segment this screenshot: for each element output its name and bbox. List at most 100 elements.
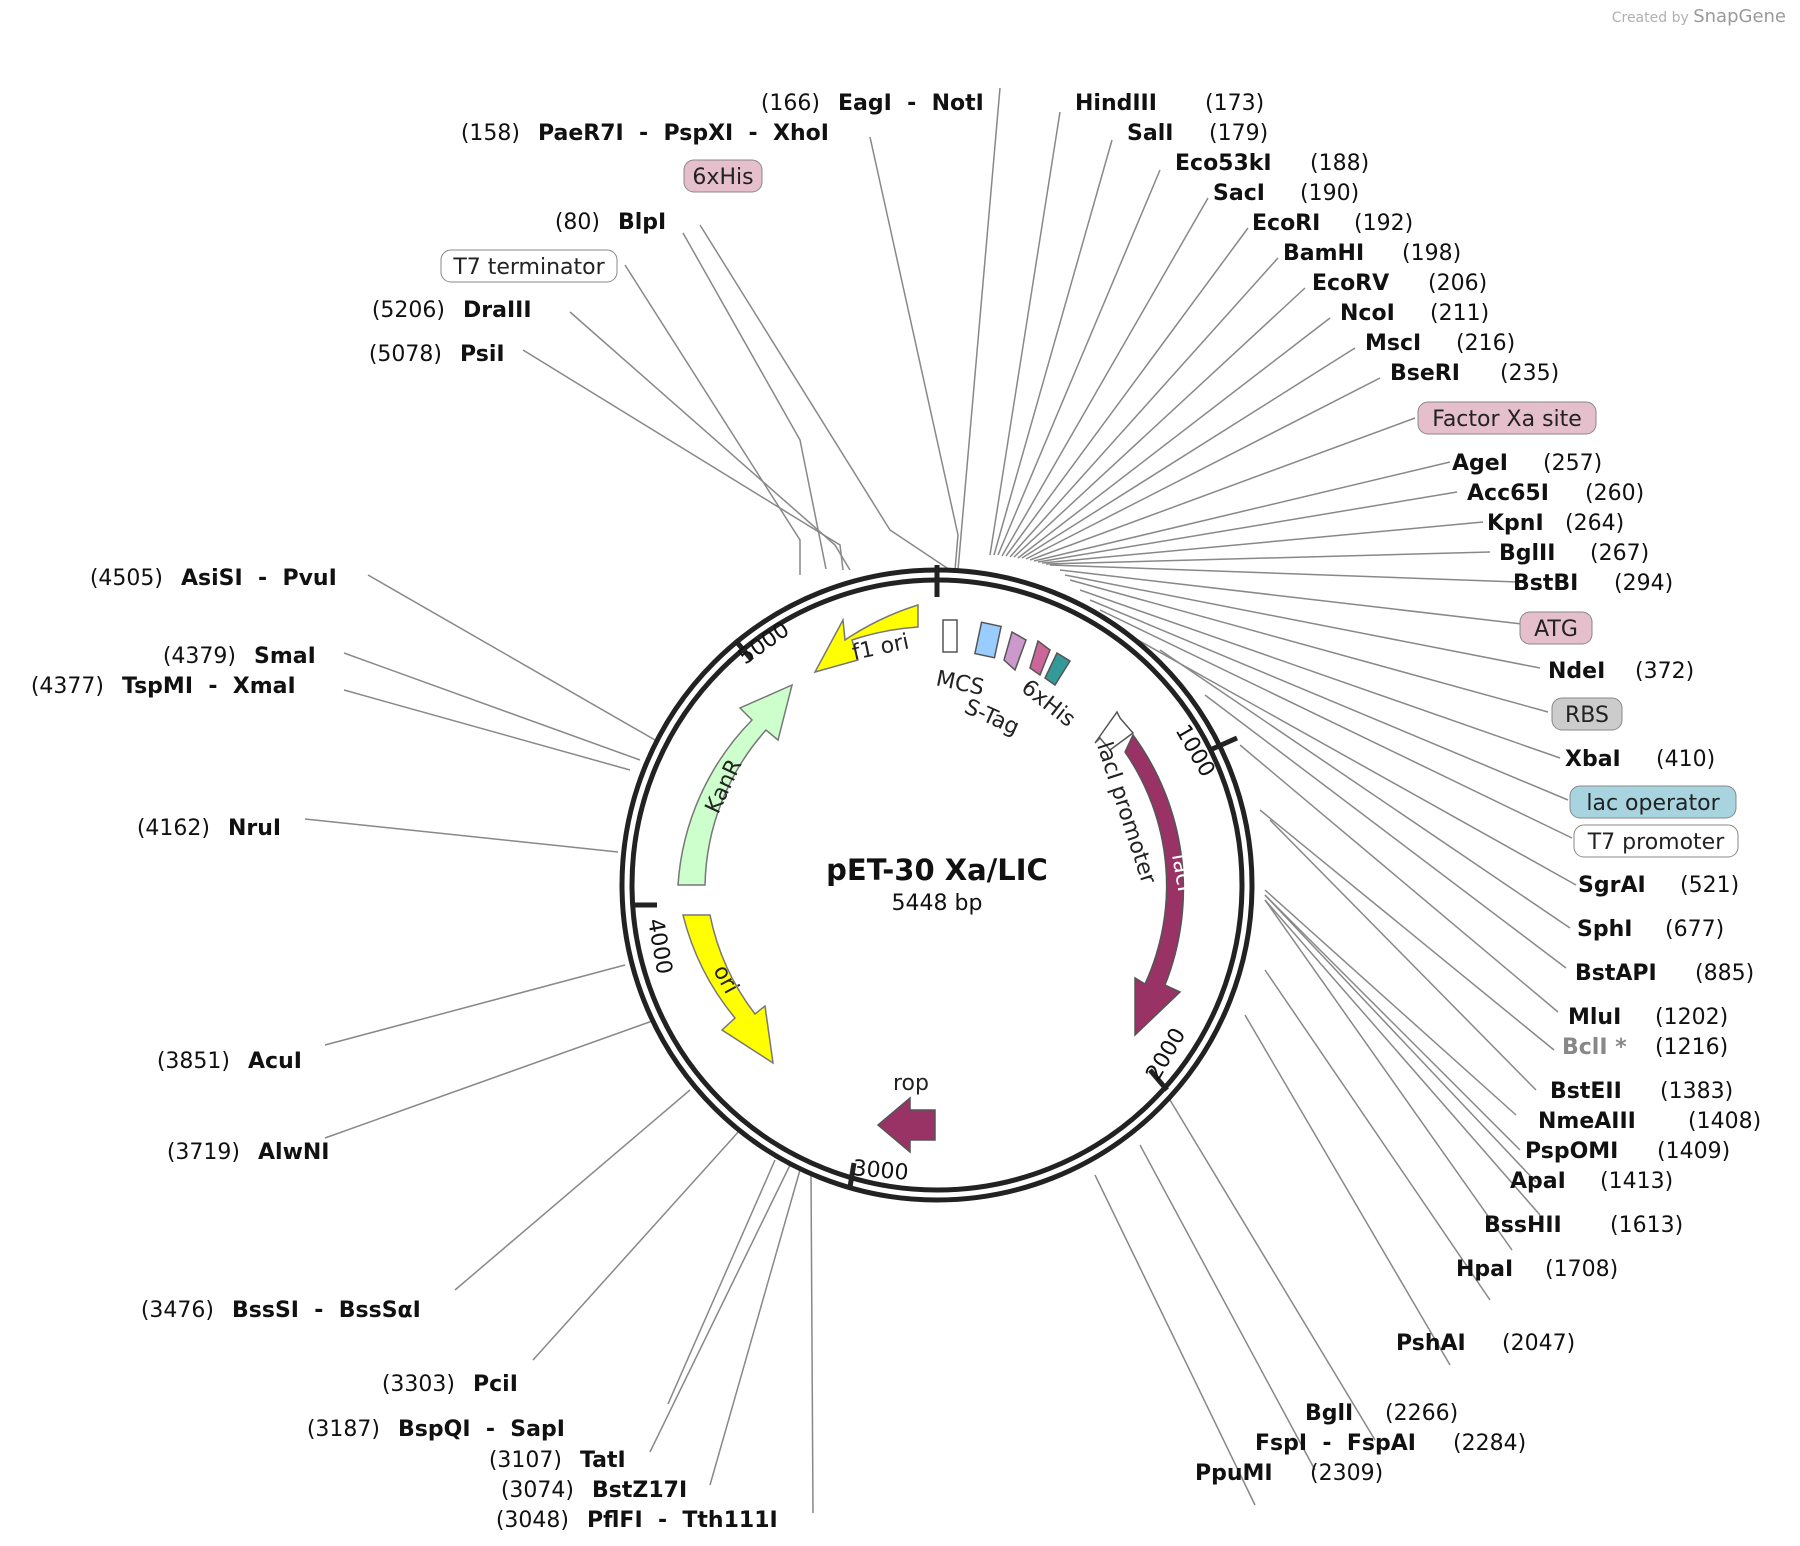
site-asisi-pvui: (4505)AsiSI - PvuI — [90, 566, 337, 591]
site-pos: (4377) — [31, 674, 104, 699]
site-pos: (3048) — [496, 1508, 569, 1533]
site-bsteii: BstEII(1383) — [1550, 1079, 1733, 1104]
site-pos: (4162) — [137, 816, 210, 841]
site-pflfi-tth111i: (3048) PflFI - Tth111I — [496, 1508, 778, 1533]
site-agei: AgeI(257) — [1452, 451, 1602, 476]
boxed-label-atg-bg — [1519, 611, 1593, 645]
site-enzyme: SmaI — [254, 644, 316, 669]
site-enzyme: SacI — [1213, 181, 1265, 206]
site-pcii: (3303)PciI — [382, 1372, 518, 1397]
site-draiii: (5206)DraIII — [372, 298, 532, 323]
site-pos: (677) — [1665, 917, 1724, 942]
boxed-label-t7-terminator-bg — [440, 249, 618, 283]
f1-ori-arrow — [813, 603, 919, 674]
site-pos: (216) — [1456, 331, 1515, 356]
boxed-label-t7-promoter-bg — [1573, 824, 1739, 858]
site-enzyme: PspOMI — [1525, 1139, 1618, 1164]
site-pshai: PshAI(2047) — [1396, 1331, 1575, 1356]
site-alwni: (3719) AlwNI — [167, 1140, 330, 1165]
site-enzyme: NcoI — [1340, 301, 1395, 326]
feature-label-rop: rop — [893, 1071, 929, 1096]
site-enzyme: SgrAI — [1578, 873, 1646, 898]
site-pos: (2284) — [1453, 1431, 1526, 1456]
tick-label-3000: 3000 — [851, 1156, 909, 1186]
site-bgli: BglI (2266) — [1305, 1401, 1458, 1426]
site-nmeaiii: NmeAIII(1408) — [1538, 1109, 1761, 1134]
boxed-label-lac-operator-bg — [1569, 785, 1737, 819]
site-pos: (3107) — [489, 1448, 562, 1473]
mcs-block — [942, 619, 958, 653]
site-ecorv: EcoRV(206) — [1312, 271, 1487, 296]
site-pos: (3719) — [167, 1140, 240, 1165]
site-pos: (410) — [1656, 747, 1715, 772]
leader-lines-right — [989, 111, 1577, 1506]
credit-prefix: Created by — [1611, 10, 1689, 26]
site-enzyme: MscI — [1365, 331, 1421, 356]
site-pos: (211) — [1430, 301, 1489, 326]
site-bseri: BseRI (235) — [1390, 361, 1559, 386]
boxed-label-t7-promoter: T7 promoter — [1587, 830, 1725, 855]
site-pos: (179) — [1209, 121, 1268, 146]
site-pos: (260) — [1585, 481, 1644, 506]
site-sphi: SphI (677) — [1577, 917, 1724, 942]
site-pos: (1202) — [1655, 1005, 1728, 1030]
site-bamhi: BamHI(198) — [1283, 241, 1461, 266]
site-saci: SacI (190) — [1213, 181, 1359, 206]
site-enzyme: PflFI - Tth111I — [587, 1508, 778, 1533]
site-pos: (190) — [1300, 181, 1359, 206]
site-enzyme: PsiI — [460, 342, 505, 367]
feature-label-6xhis: 6xHis — [1016, 675, 1080, 732]
site-pos: (3851) — [157, 1049, 230, 1074]
site-pos: (3187) — [307, 1417, 380, 1442]
site-pos: (1613) — [1610, 1213, 1683, 1238]
site-pos: (235) — [1500, 361, 1559, 386]
site-pos: (3303) — [382, 1372, 455, 1397]
site-hindiii: HindIII(173) — [1075, 91, 1264, 116]
site-enzyme: Eco53kI — [1175, 151, 1272, 176]
site-bcli: BclI *(1216) — [1562, 1035, 1728, 1060]
site-enzyme: BclI * — [1562, 1035, 1627, 1060]
boxed-label-lac-operator: lac operator — [1586, 791, 1720, 816]
site-enzyme: NmeAIII — [1538, 1109, 1636, 1134]
site-enzyme: BglI — [1305, 1401, 1353, 1426]
site-bsssi: (3476)BssSI - BssSαI — [141, 1298, 421, 1323]
site-pos: (3074) — [501, 1478, 574, 1503]
site-acc65i: Acc65I(260) — [1467, 481, 1644, 506]
site-mlui: MluI (1202) — [1568, 1005, 1728, 1030]
boxed-label-factor-xa: Factor Xa site — [1432, 407, 1582, 432]
site-enzyme: MluI — [1568, 1005, 1621, 1030]
site-pos: (198) — [1402, 241, 1461, 266]
site-enzyme: PaeR7I - PspXI - XhoI — [538, 121, 829, 146]
site-enzyme: BseRI — [1390, 361, 1460, 386]
site-enzyme: SphI — [1577, 917, 1632, 942]
site-pos: (5078) — [369, 342, 442, 367]
site-ndei: NdeI(372) — [1548, 659, 1694, 684]
site-acui: (3851) AcuI — [157, 1049, 302, 1074]
site-enzyme: NruI — [228, 816, 281, 841]
site-sgrai: SgrAI(521) — [1578, 873, 1739, 898]
site-sali: SalI (179) — [1127, 121, 1268, 146]
site-eco53ki: Eco53kI (188) — [1175, 151, 1369, 176]
site-pos: (1413) — [1600, 1169, 1673, 1194]
site-paer7i: (158) PaeR7I - PspXI - XhoI — [461, 121, 829, 146]
site-bstz17i: (3074)BstZ17I — [501, 1478, 687, 1503]
site-enzyme: AlwNI — [258, 1140, 330, 1165]
site-enzyme: SalI — [1127, 121, 1173, 146]
leader-lines-left — [304, 87, 1001, 1514]
credit-brand: SnapGene — [1693, 6, 1786, 27]
site-nrui: (4162) NruI — [137, 816, 281, 841]
site-pos: (2266) — [1385, 1401, 1458, 1426]
boxed-label-6xhis: 6xHis — [692, 165, 753, 190]
site-bstapi: BstAPI(885) — [1575, 961, 1754, 986]
site-pos: (264) — [1565, 511, 1624, 536]
site-enzyme: AcuI — [248, 1049, 302, 1074]
site-fspi-fspai: FspI - FspAI(2284) — [1255, 1431, 1526, 1456]
kanr-arrow — [677, 683, 794, 886]
site-pos: (267) — [1590, 541, 1649, 566]
site-pspomi: PspOMI(1409) — [1525, 1139, 1730, 1164]
site-pos: (188) — [1310, 151, 1369, 176]
site-pos: (158) — [461, 121, 520, 146]
tick-label-2000: 2000 — [1142, 1024, 1192, 1085]
site-pos: (5206) — [372, 298, 445, 323]
